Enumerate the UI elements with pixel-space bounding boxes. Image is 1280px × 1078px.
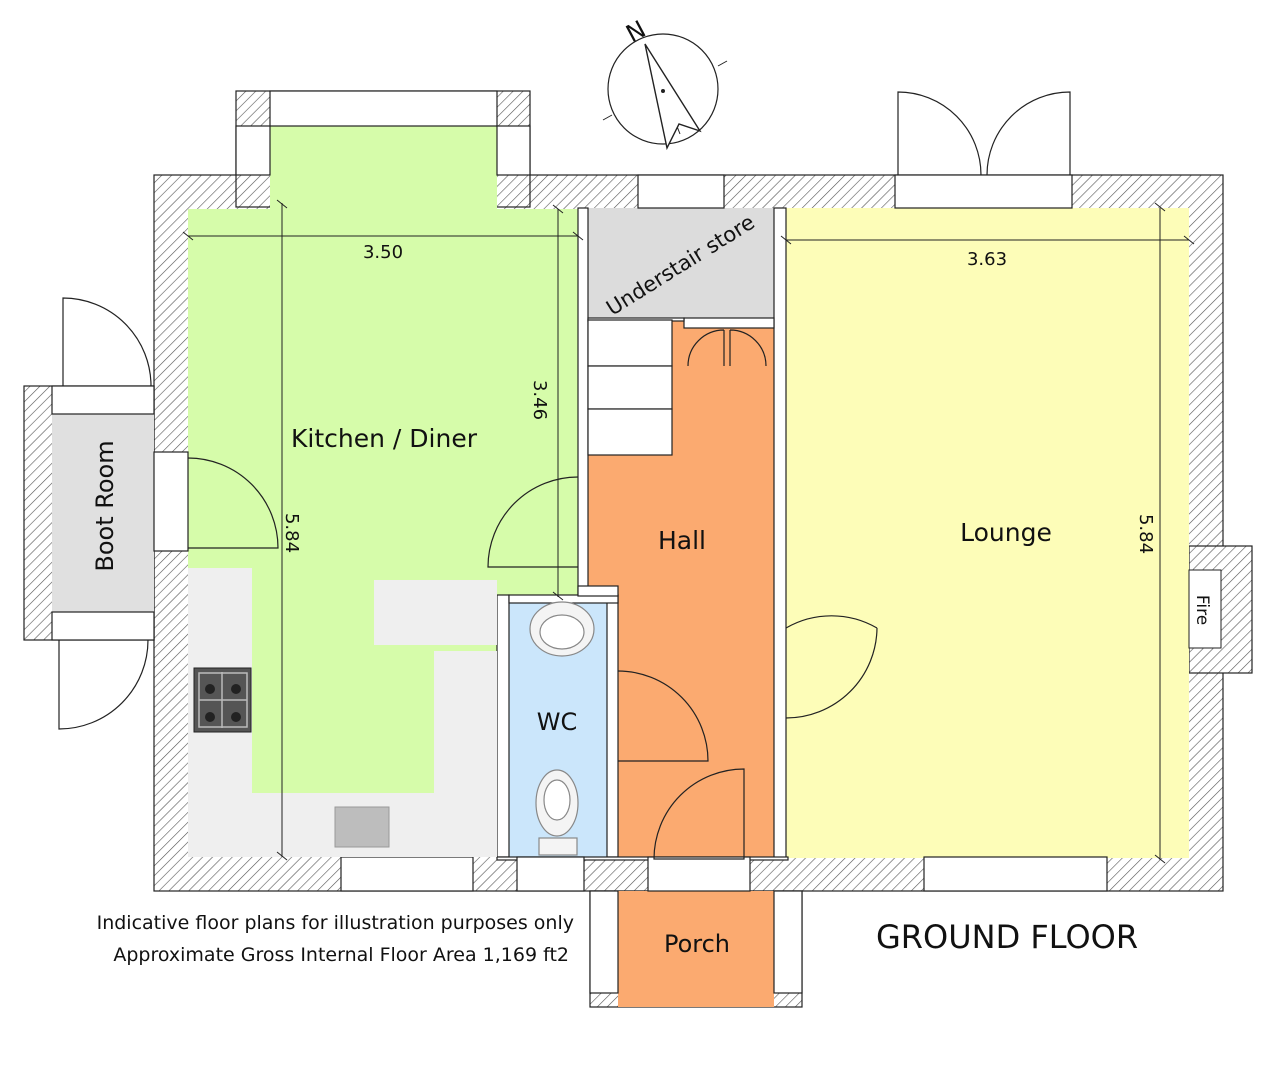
porch-label: Porch <box>664 930 730 958</box>
lounge-floor <box>786 208 1189 858</box>
lounge-width-dimension: 3.63 <box>967 249 1007 270</box>
boot-room-label: Boot Room <box>91 440 119 571</box>
window <box>637 174 725 209</box>
lounge-label: Lounge <box>960 518 1052 547</box>
door <box>729 329 767 367</box>
window <box>894 174 1073 209</box>
kitchen-units <box>188 568 497 857</box>
window <box>647 856 751 892</box>
floor-area-note: Approximate Gross Internal Floor Area 1,… <box>113 944 569 966</box>
door <box>58 639 149 730</box>
window <box>589 890 619 994</box>
window <box>51 611 155 641</box>
doors <box>58 91 1071 860</box>
door <box>986 91 1071 176</box>
lounge-depth-dimension: 5.84 <box>1135 514 1156 554</box>
kitchen-label: Kitchen / Diner <box>291 424 478 453</box>
door <box>785 615 878 719</box>
door <box>653 768 745 860</box>
window <box>153 451 189 552</box>
window <box>235 125 271 176</box>
door <box>897 91 982 176</box>
kitchen-upper-depth-dimension: 3.46 <box>529 380 550 420</box>
kitchen-depth-dimension: 5.84 <box>281 513 302 553</box>
window <box>773 890 803 994</box>
door <box>487 476 579 568</box>
kitchen-width-dimension: 3.50 <box>363 242 403 263</box>
door <box>617 670 709 762</box>
floor-title: GROUND FLOOR <box>876 918 1139 956</box>
stairs <box>587 319 673 456</box>
dimension-labels: 3.50 3.63 3.46 5.84 5.84 <box>281 242 1156 554</box>
sink <box>334 806 390 848</box>
door <box>187 457 279 549</box>
wc-label: WC <box>537 708 578 736</box>
disclaimer-note: Indicative floor plans for illustration … <box>96 912 574 934</box>
boot-room-floor <box>52 414 154 612</box>
window <box>340 856 474 892</box>
porch-floor <box>618 891 774 1007</box>
compass-icon: N <box>602 15 728 151</box>
hall-label: Hall <box>658 526 706 555</box>
fireplace-box <box>1188 569 1222 649</box>
dimension-lines <box>182 199 1195 864</box>
door <box>62 297 152 387</box>
wc-fixtures <box>529 601 595 856</box>
window <box>516 856 585 892</box>
window <box>269 90 498 127</box>
worktop <box>434 651 497 793</box>
understair-floor <box>588 208 774 320</box>
window <box>496 125 531 176</box>
windows <box>51 90 1108 994</box>
worktop <box>374 580 497 645</box>
fire-label: Fire <box>1192 595 1212 625</box>
hob-grid-icon <box>198 672 248 728</box>
window <box>923 856 1108 892</box>
window <box>51 385 155 415</box>
door <box>687 329 725 367</box>
